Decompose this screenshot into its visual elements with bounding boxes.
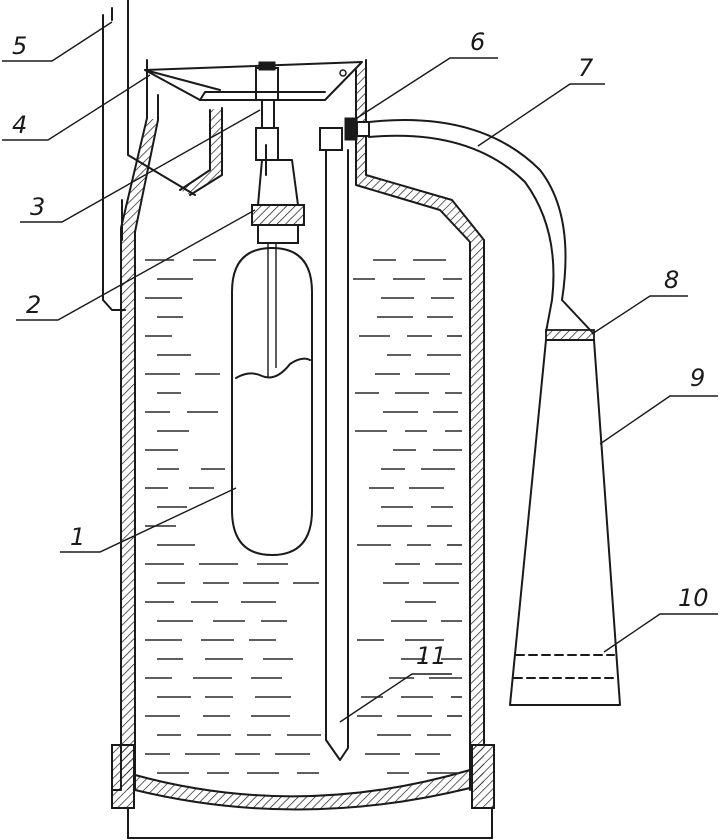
callout-label-8: 8 <box>664 266 679 294</box>
outlet-fitting <box>344 117 370 141</box>
neck-hatch-left <box>180 108 222 195</box>
callout-label-10: 10 <box>678 584 709 612</box>
gas-cartridge <box>231 240 313 557</box>
callout-label-9: 9 <box>690 364 705 392</box>
callout-label-5: 5 <box>12 32 27 60</box>
siphon-tube <box>319 127 349 761</box>
callout-label-2: 2 <box>26 291 41 319</box>
right-wall-hatch <box>470 240 484 790</box>
callout-label-3: 3 <box>30 193 45 221</box>
callout-label-6: 6 <box>470 28 485 56</box>
valve-assembly <box>251 61 305 244</box>
nozzle-horn <box>509 299 621 706</box>
carry-handle <box>102 0 196 311</box>
callout-label-7: 7 <box>578 54 594 82</box>
base-ring <box>111 744 495 839</box>
cartridge-fill-level <box>235 357 311 379</box>
callouts: 5 4 3 2 1 6 7 8 9 10 11 <box>2 21 718 723</box>
lever-cap <box>144 61 363 101</box>
vessel-neck <box>179 107 223 196</box>
bottom-hatch <box>135 770 470 810</box>
vessel-body <box>111 59 495 839</box>
discharge-hose <box>368 119 567 301</box>
vessel-bottom <box>134 769 471 798</box>
callout-label-4: 4 <box>12 111 27 139</box>
right-shoulder-hatch <box>356 175 484 242</box>
left-wall-hatch <box>121 228 135 790</box>
callout-label-1: 1 <box>70 523 85 551</box>
callout-label-11: 11 <box>416 642 447 670</box>
left-shoulder-hatch <box>121 118 158 232</box>
liquid-charge <box>145 259 462 774</box>
